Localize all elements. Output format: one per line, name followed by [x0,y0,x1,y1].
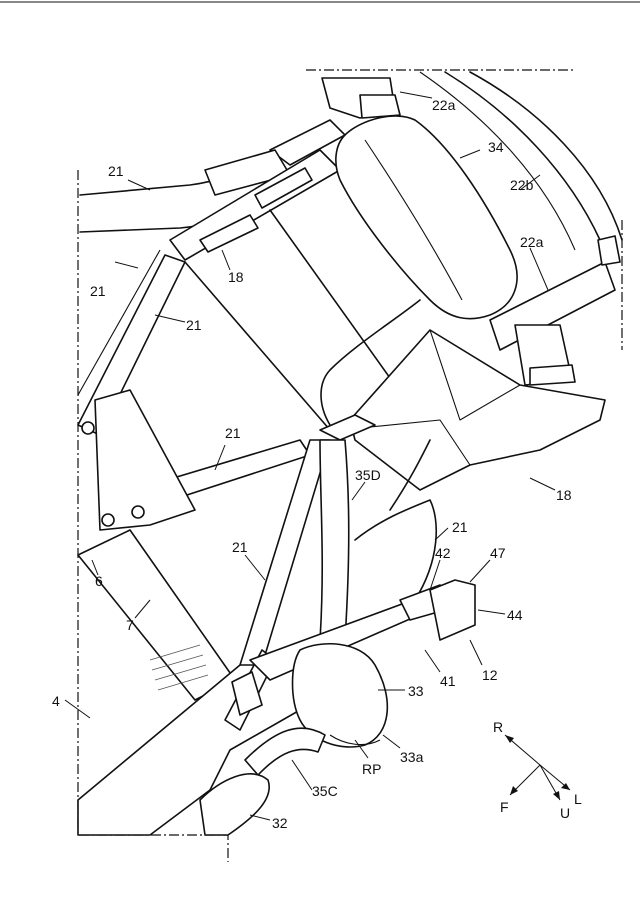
bracket-22a-mid-foot [529,364,576,386]
label-41: 41 [440,673,456,689]
frame-21-curve-upper [389,439,431,511]
bracket-lower-hole [231,671,263,716]
block-6 [94,389,196,531]
arrow-l-head [561,783,570,790]
label-35D: 35D [355,467,381,483]
frame-21-inner-diagonal [184,261,331,431]
label-47: 47 [490,545,506,561]
label-21-b: 21 [90,283,106,299]
compass-r: R [493,719,503,735]
compass-f: F [500,799,509,815]
label-4: 4 [52,693,60,709]
label-42: 42 [435,545,451,561]
label-6: 6 [95,573,103,589]
frame-21-left-edge [77,249,161,396]
arrow-r-head [505,735,514,743]
label-21-c: 21 [186,317,202,333]
compass-l: L [574,791,582,807]
boundary-left [77,170,229,862]
label-7: 7 [126,617,134,633]
bracket-18-slot-a [199,214,259,253]
bracket-22a-top-foot [359,94,401,119]
compass-u: U [560,805,570,821]
leader-lines [64,91,556,821]
label-22b: 22b [510,177,534,193]
outer-frame-22b [469,71,623,241]
part-32 [199,773,270,836]
label-21-d: 21 [225,425,241,441]
label-44: 44 [507,607,523,623]
arrow-f-head [510,786,518,795]
pipe-35C [244,727,326,776]
outer-frame-22b-inner [444,71,601,241]
seat-cushion-34 [335,115,518,320]
outer-frame-22b-edge [419,71,576,251]
bolt-1 [81,421,95,435]
label-21-f: 21 [452,519,468,535]
arrow-u-head [553,791,560,800]
bracket-22a-edge [597,235,621,266]
label-RP: RP [362,761,381,777]
label-33: 33 [408,683,424,699]
frame-21-curve [354,499,438,601]
label-32: 32 [272,815,288,831]
frame-21-joint [319,414,376,441]
component-33a-edge [329,734,381,746]
label-35C: 35C [312,783,338,799]
label-34: 34 [488,139,504,155]
label-18-right: 18 [556,487,572,503]
label-21-e: 21 [232,539,248,555]
bracket-18-slot-b [254,167,313,209]
direction-compass: R F U L [493,719,582,821]
label-33a: 33a [400,749,424,765]
component-33 [291,642,389,748]
label-22a-mid: 22a [520,234,544,250]
bolt-3 [131,505,145,519]
label-18-left: 18 [228,269,244,285]
bracket-18-right-fold-2 [359,419,471,466]
label-12: 12 [482,667,498,683]
seat-cushion-seam [364,139,463,301]
label-21-a: 21 [108,163,124,179]
bracket-18-right-fold [429,329,521,421]
frame-7 [77,529,236,701]
block-47-44 [429,579,476,641]
pipe-35D [319,439,350,641]
bolt-2 [101,513,115,527]
hatched-region [149,644,209,691]
seat-lower-body [320,299,421,426]
label-22a-top: 22a [432,97,456,113]
